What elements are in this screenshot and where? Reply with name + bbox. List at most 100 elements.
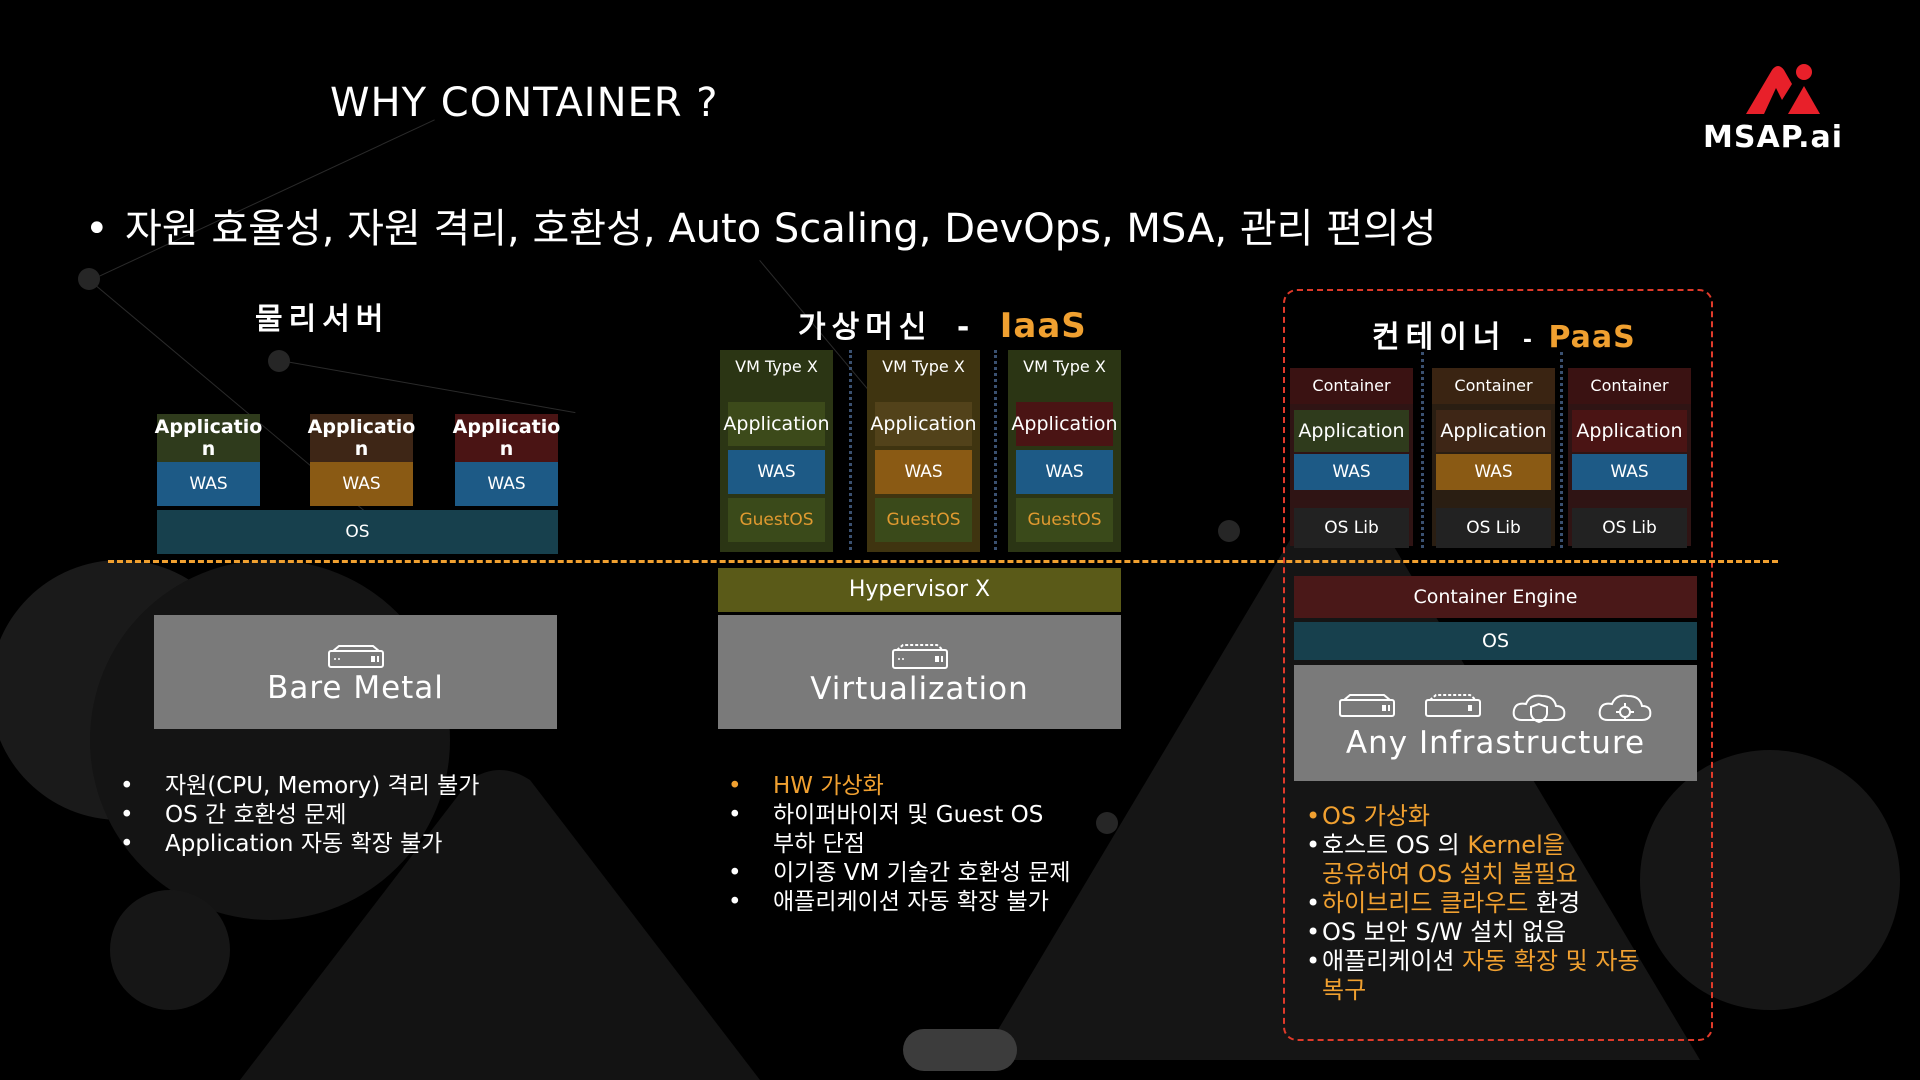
server-icon bbox=[327, 645, 384, 668]
physical-app-label: Applicatio n bbox=[452, 416, 561, 460]
list-item: 하이퍼바이저 및 Guest OS bbox=[728, 801, 1071, 830]
vm-was-2: WAS bbox=[875, 450, 972, 494]
container-divider bbox=[1421, 352, 1424, 548]
container-was-1: WAS bbox=[1294, 454, 1409, 490]
bg-line bbox=[279, 360, 576, 414]
note-text-hl: 복구 bbox=[1322, 976, 1367, 1004]
container-os: OS bbox=[1294, 622, 1697, 660]
container-oslib-2: OS Lib bbox=[1436, 508, 1551, 548]
container-oslib-1: OS Lib bbox=[1294, 508, 1409, 548]
list-item-continuation: 공유하여 OS 설치 불필요 bbox=[1306, 860, 1640, 889]
bg-node bbox=[78, 268, 100, 290]
container-header-hl: PaaS bbox=[1548, 320, 1636, 355]
virtual-server-icon bbox=[1424, 694, 1481, 717]
slide-nav-pill[interactable] bbox=[903, 1029, 1017, 1071]
bg-triangle bbox=[240, 770, 760, 1080]
container-app-1: Application bbox=[1294, 410, 1409, 452]
vm-guestos-3: GuestOS bbox=[1016, 498, 1113, 542]
bg-circle bbox=[110, 890, 230, 1010]
any-infra-label: Any Infrastructure bbox=[1345, 725, 1646, 761]
note-text: 환경 bbox=[1528, 889, 1581, 917]
physical-os: OS bbox=[157, 510, 558, 554]
vm-header-hl: IaaS bbox=[999, 306, 1087, 346]
vm-header-text: 가상머신 bbox=[798, 310, 933, 345]
physical-was-2: WAS bbox=[310, 462, 413, 506]
public-cloud-icon bbox=[1598, 694, 1651, 721]
vm-app-3: Application bbox=[1011, 402, 1118, 446]
physical-notes: 자원(CPU, Memory) 격리 불가 OS 간 호환성 문제 Applic… bbox=[120, 772, 479, 859]
vm-app-2: Application bbox=[870, 402, 977, 446]
note-text: 애플리케이션 bbox=[1322, 947, 1463, 975]
container-label-1: Container bbox=[1290, 368, 1413, 404]
container-divider bbox=[1560, 352, 1563, 548]
subtitle-bullet: •자원 효율성, 자원 격리, 호환성, Auto Scaling, DevOp… bbox=[85, 196, 1437, 254]
vm-divider bbox=[849, 350, 852, 550]
vm-app-1: Application bbox=[723, 402, 830, 446]
server-icon bbox=[1338, 694, 1395, 717]
vm-divider bbox=[994, 350, 997, 550]
vm-label-1: VM Type X bbox=[735, 357, 818, 376]
vm-guestos-2: GuestOS bbox=[875, 498, 972, 542]
physical-app-label: Applicatio n bbox=[154, 416, 263, 460]
container-label-3: Container bbox=[1568, 368, 1691, 404]
vm-was-3: WAS bbox=[1016, 450, 1113, 494]
physical-was-3: WAS bbox=[455, 462, 558, 506]
infra-icons bbox=[1338, 692, 1654, 726]
note-text-hl: Kernel을 bbox=[1467, 831, 1565, 859]
vm-label-2: VM Type X bbox=[882, 357, 965, 376]
server-icon bbox=[891, 644, 948, 669]
vm-label-3: VM Type X bbox=[1023, 357, 1106, 376]
container-app-2: Application bbox=[1436, 410, 1551, 452]
hypervisor: Hypervisor X bbox=[718, 568, 1121, 612]
bg-node bbox=[268, 350, 290, 372]
container-label-2: Container bbox=[1432, 368, 1555, 404]
vm-notes: HW 가상화 하이퍼바이저 및 Guest OS 부하 단점 이기종 VM 기술… bbox=[728, 772, 1071, 917]
list-item: OS 보안 S/W 설치 없음 bbox=[1306, 918, 1640, 947]
container-oslib-3: OS Lib bbox=[1572, 508, 1687, 548]
list-item: 애플리케이션 자동 확장 불가 bbox=[728, 888, 1071, 917]
list-item-text: 부하 단점 bbox=[773, 831, 865, 857]
physical-app-label: Applicatio n bbox=[307, 416, 416, 460]
container-header: 컨테이너 - PaaS bbox=[1372, 312, 1636, 356]
vm-header: 가상머신 - IaaS bbox=[798, 302, 1087, 346]
any-infra-box: Any Infrastructure bbox=[1294, 665, 1697, 781]
page-title: WHY CONTAINER ? bbox=[330, 80, 719, 126]
note-text-hl: 하이브리드 클라우드 bbox=[1322, 889, 1529, 917]
container-engine: Container Engine bbox=[1294, 576, 1697, 618]
physical-was-1: WAS bbox=[157, 462, 260, 506]
list-item: 애플리케이션 자동 확장 및 자동 bbox=[1306, 947, 1640, 976]
vm-guestos-1: GuestOS bbox=[728, 498, 825, 542]
bg-node bbox=[1096, 812, 1118, 834]
vm-header-sep: - bbox=[956, 310, 976, 345]
bullet-dot: • bbox=[85, 206, 109, 252]
virtualization-box: Virtualization bbox=[718, 615, 1121, 729]
bg-node bbox=[1218, 520, 1240, 542]
note-text-hl: 공유하여 OS 설치 불필요 bbox=[1322, 860, 1578, 888]
physical-app-3: Applicatio n bbox=[452, 414, 561, 462]
note-text-hl: 자동 확장 및 자동 bbox=[1462, 947, 1640, 975]
note-text: 호스트 OS 의 bbox=[1322, 831, 1468, 859]
list-item-continuation: 부하 단점 bbox=[728, 830, 1071, 859]
bare-metal-label: Bare Metal bbox=[267, 670, 444, 706]
virtualization-label: Virtualization bbox=[810, 671, 1029, 707]
container-header-text: 컨테이너 bbox=[1372, 320, 1507, 355]
bare-metal-box: Bare Metal bbox=[154, 615, 557, 729]
logo-icon bbox=[1746, 64, 1820, 114]
list-item: OS 간 호환성 문제 bbox=[120, 801, 479, 830]
vm-was-1: WAS bbox=[728, 450, 825, 494]
container-notes: OS 가상화 호스트 OS 의 Kernel을 공유하여 OS 설치 불필요 하… bbox=[1306, 802, 1640, 1005]
physical-header: 물리서버 bbox=[255, 302, 390, 337]
physical-app-2: Applicatio n bbox=[307, 414, 416, 462]
container-was-2: WAS bbox=[1436, 454, 1551, 490]
list-item: 자원(CPU, Memory) 격리 불가 bbox=[120, 772, 479, 801]
bg-circle bbox=[1640, 750, 1900, 1010]
container-app-3: Application bbox=[1572, 410, 1687, 452]
list-item: 호스트 OS 의 Kernel을 bbox=[1306, 831, 1640, 860]
physical-app-1: Applicatio n bbox=[154, 414, 263, 462]
list-item-continuation: 복구 bbox=[1306, 976, 1640, 1005]
list-item: HW 가상화 bbox=[728, 772, 1071, 801]
list-item: 하이브리드 클라우드 환경 bbox=[1306, 889, 1640, 918]
container-header-sep: - bbox=[1522, 328, 1532, 353]
container-dashed-box bbox=[1283, 289, 1713, 1041]
list-item: OS 가상화 bbox=[1306, 802, 1640, 831]
